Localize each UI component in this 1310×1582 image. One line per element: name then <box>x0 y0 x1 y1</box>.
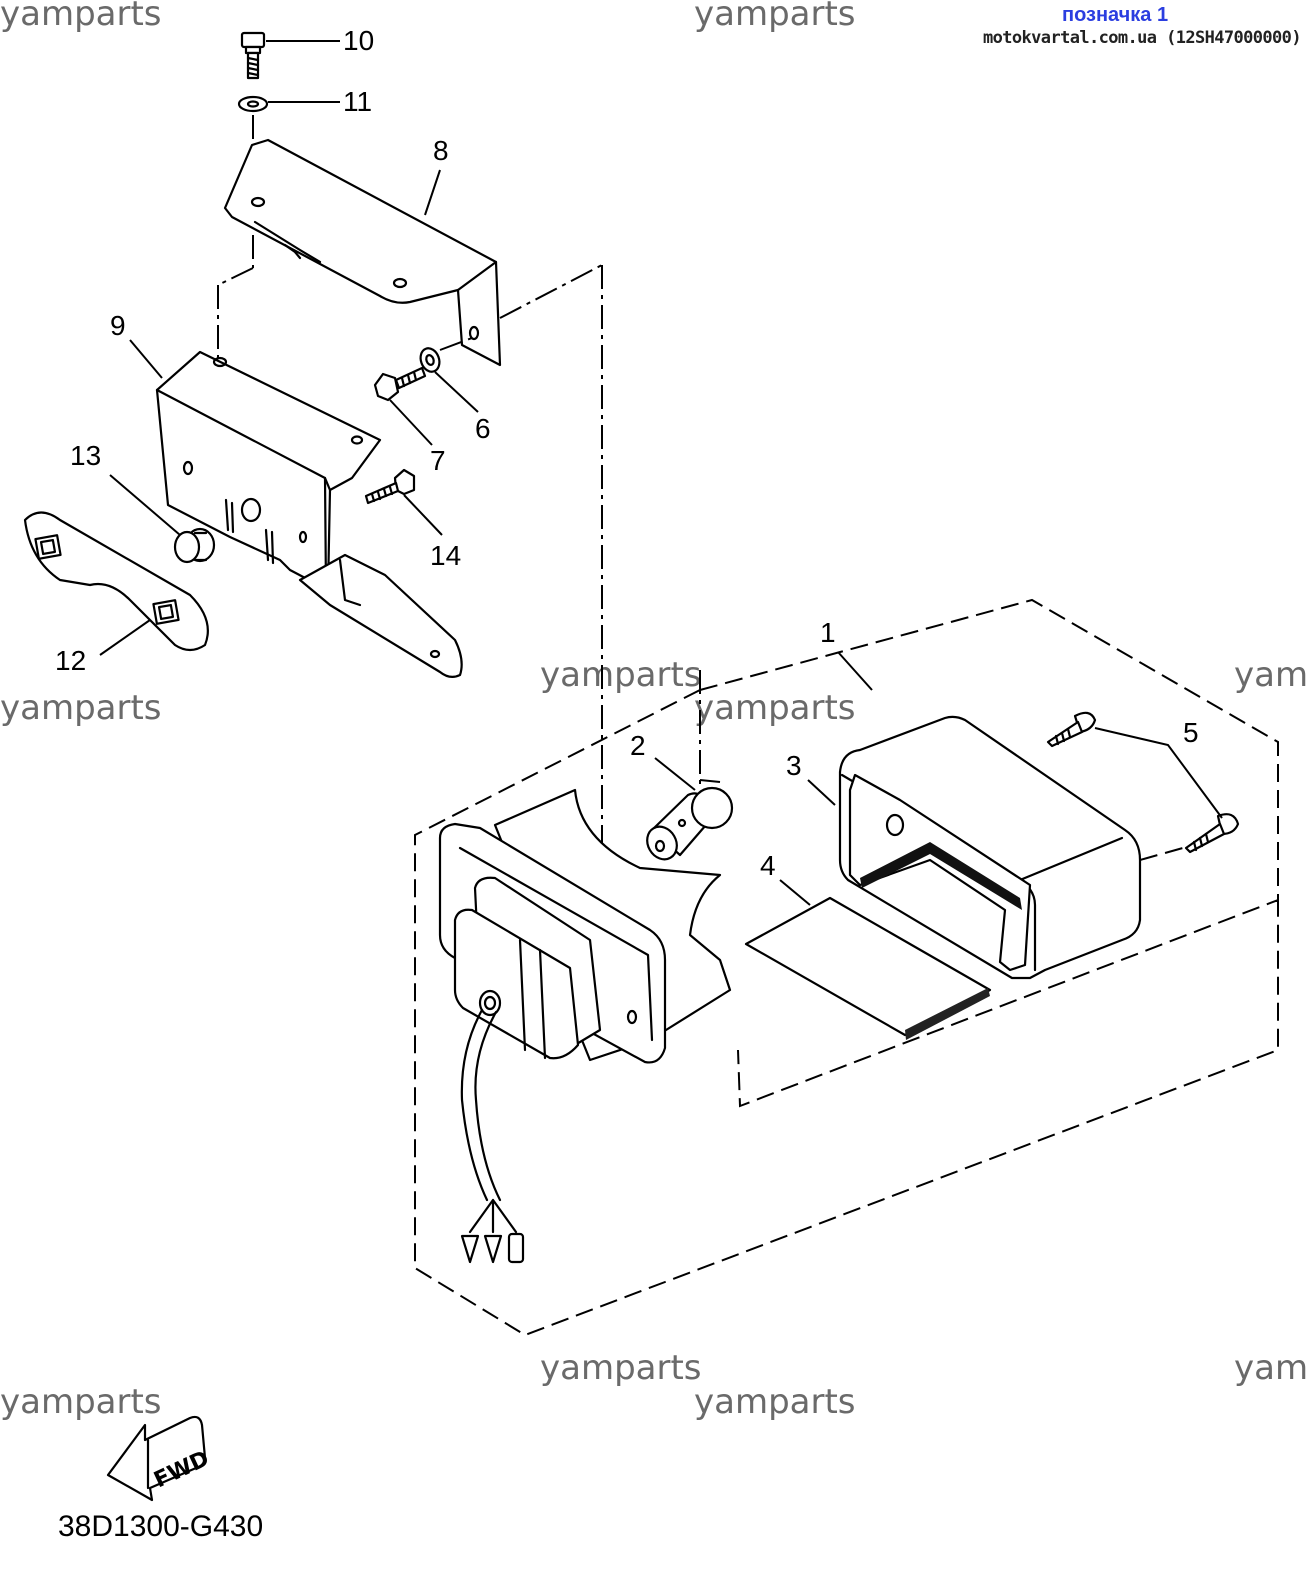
callout-14: 14 <box>430 540 461 571</box>
callout-8: 8 <box>433 135 449 166</box>
bolt-7 <box>373 366 427 402</box>
callout-1: 1 <box>820 617 836 648</box>
watermark: yamparts <box>694 0 856 34</box>
screw-5-upper <box>1046 711 1097 748</box>
bracket-8 <box>223 138 502 367</box>
grommet-13 <box>173 527 216 564</box>
callout-9: 9 <box>110 310 126 341</box>
watermark: yamparts <box>694 1382 856 1422</box>
bracket-9 <box>155 350 463 679</box>
bolt-14 <box>364 468 416 505</box>
gasket-4 <box>744 896 992 1040</box>
callout-7: 7 <box>430 445 446 476</box>
callout-4: 4 <box>760 850 776 881</box>
nut-plate-12 <box>23 511 209 652</box>
watermark: yamparts <box>1234 655 1310 695</box>
watermark: yamparts <box>1234 1348 1310 1388</box>
callout-5: 5 <box>1183 717 1199 748</box>
watermark: yamparts <box>0 1382 162 1422</box>
forward-arrow-icon: FWD <box>106 1415 213 1502</box>
assembly-1-outline <box>414 598 1279 1337</box>
site-reference: motokvartal.com.ua (12SH47000000) <box>983 28 1302 48</box>
washer-11 <box>237 95 269 113</box>
washer-6 <box>419 347 441 373</box>
callout-12: 12 <box>55 645 86 676</box>
taillight-housing <box>438 788 732 1064</box>
callout-10: 10 <box>343 25 374 56</box>
screw-5-lower <box>1184 813 1240 854</box>
watermark: yamparts <box>0 0 162 34</box>
callout-2: 2 <box>630 730 646 761</box>
bolt-10 <box>240 31 266 80</box>
watermark: yamparts <box>0 688 162 728</box>
lens-cover-3 <box>838 715 1142 980</box>
watermark: yamparts <box>694 688 856 728</box>
callout-13: 13 <box>70 440 101 471</box>
page-label: позначка 1 <box>1062 4 1169 26</box>
callout-6: 6 <box>475 413 491 444</box>
watermark: yamparts <box>540 1348 702 1388</box>
callout-3: 3 <box>786 750 802 781</box>
callout-11: 11 <box>343 86 372 117</box>
diagram-code: 38D1300-G430 <box>58 1510 264 1543</box>
watermark: yamparts <box>540 655 702 695</box>
wire-harness <box>460 1008 525 1264</box>
bulb-2 <box>646 786 734 861</box>
